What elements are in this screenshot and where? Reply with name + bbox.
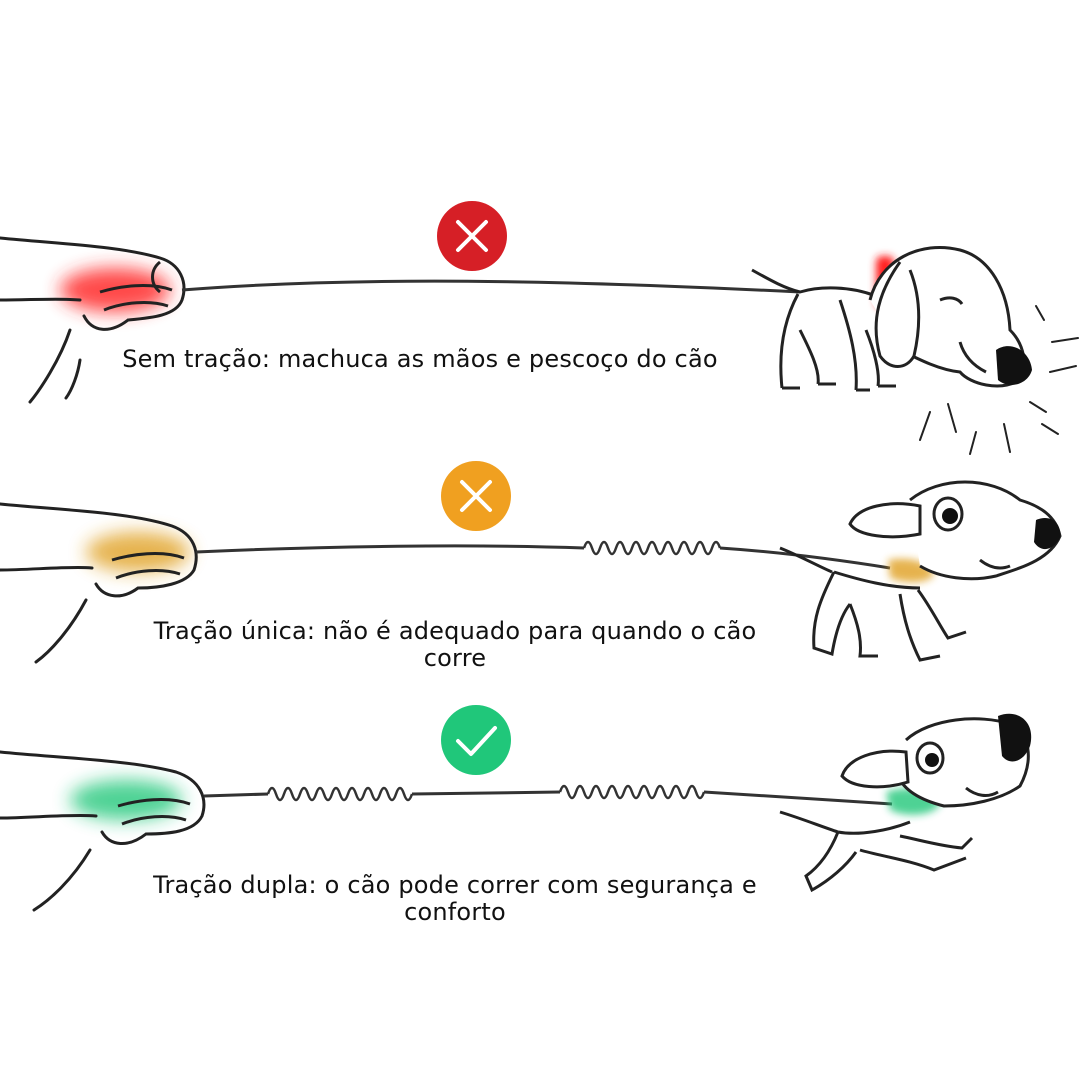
caption-no-traction: Sem tração: machuca as mãos e pescoço do… [122,345,718,373]
caption-double-traction: Tração dupla: o cão pode correr com segu… [60,872,850,926]
leash-line [411,790,561,796]
caption-line: conforto [404,898,506,926]
strain-glow [86,532,190,572]
check-icon [456,726,497,756]
dog-illustration [751,245,1079,455]
dog-illustration [779,480,1062,662]
status-badge-good [441,705,511,775]
status-badge-bad [437,201,507,271]
leash-line [195,544,585,554]
bungee-spring [558,784,706,800]
hand-illustration [0,236,186,404]
dog-illustration [779,713,1032,893]
bungee-spring [582,540,722,556]
bungee-spring [266,786,414,802]
leash-line [181,279,801,294]
pain-glow [60,268,170,312]
row-no-traction [0,201,1079,455]
x-icon [460,480,492,512]
caption-single-traction: Tração única: não é adequado para quando… [60,618,850,672]
row-double-traction [0,705,1032,912]
hand-illustration [0,750,206,912]
leash-line [719,546,891,570]
caption-line: corre [423,644,487,672]
hand-illustration [0,502,198,664]
caption-line: Tração dupla: o cão pode correr com segu… [153,871,757,899]
leash-line [203,792,269,798]
leash-line [703,790,893,806]
comfort-glow [70,780,182,820]
status-badge-warning [441,461,511,531]
x-icon [456,220,488,252]
row-single-traction [0,461,1062,664]
caption-line: Tração única: não é adequado para quando… [153,617,757,645]
